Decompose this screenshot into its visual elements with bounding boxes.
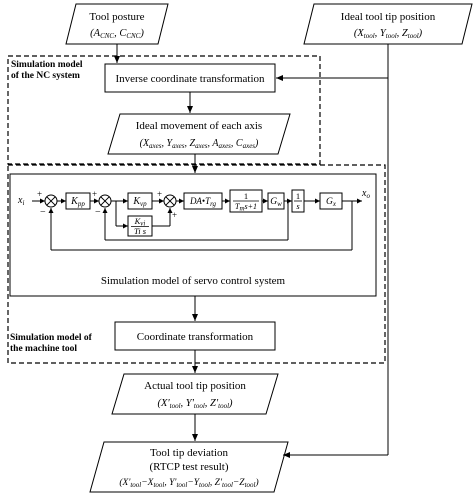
plus-sign: + — [37, 189, 42, 199]
deviation-node — [89, 441, 289, 493]
servo-caption: Simulation model of servo control system — [101, 275, 286, 287]
minus-sign: − — [40, 207, 46, 218]
summing-junction — [163, 194, 177, 208]
kvp-block — [127, 192, 153, 210]
gx-block — [319, 192, 343, 210]
kvi-block — [127, 215, 153, 237]
summing-junction — [44, 194, 58, 208]
plus-sign: + — [172, 210, 177, 220]
motor-denominator: Tms+1 — [235, 202, 257, 213]
deviation-label: Tool tip deviation — [150, 447, 229, 459]
nc-group-label-line1: Simulation model — [11, 60, 83, 70]
kvi-denominator: Ti s — [134, 226, 147, 236]
inverse-transform-label: Inverse coordinate transformation — [115, 73, 265, 85]
motor-numerator: 1 — [244, 191, 248, 201]
servo-input-label: xi — [17, 195, 24, 207]
kpp-block — [65, 192, 91, 210]
da-block — [183, 192, 223, 210]
flow-arrows — [114, 44, 389, 458]
machine-group-label-line1: Simulation model of — [10, 333, 93, 343]
actual-tip-node — [111, 373, 279, 415]
tool-posture-node — [65, 3, 169, 45]
gw-block — [267, 192, 285, 210]
nc-system-group — [7, 55, 321, 165]
inverse-transform-box — [104, 63, 276, 93]
ideal-tip-node — [303, 3, 473, 45]
ideal-movement-node — [107, 113, 291, 155]
integrator-numerator: 1 — [296, 191, 300, 201]
servo-output-label: xo — [361, 188, 370, 200]
summing-junction — [98, 194, 112, 208]
ideal-tip-label: Ideal tool tip position — [341, 11, 436, 23]
machine-group-label-line2: the machine tool — [10, 344, 77, 354]
nc-group-label-line2: of the NC system — [11, 71, 80, 81]
machine-tool-group — [7, 164, 386, 364]
servo-signal-lines — [32, 198, 362, 251]
plus-sign: + — [92, 189, 97, 199]
minus-sign: − — [95, 207, 101, 218]
actual-tip-label: Actual tool tip position — [144, 380, 246, 392]
integrator-denominator: s — [296, 201, 300, 211]
da-label: DA•Trg — [189, 196, 217, 208]
kvi-numerator: Kvi — [134, 216, 146, 228]
deviation-sublabel: (RTCP test result) — [150, 461, 229, 473]
gw-label: Gw — [270, 197, 282, 208]
tool-posture-label: Tool posture — [89, 11, 144, 23]
ideal-movement-label: Ideal movement of each axis — [136, 120, 262, 132]
gx-label: Gx — [326, 197, 337, 208]
coordinate-transform-label: Coordinate transformation — [137, 331, 254, 343]
plus-sign: + — [157, 189, 162, 199]
